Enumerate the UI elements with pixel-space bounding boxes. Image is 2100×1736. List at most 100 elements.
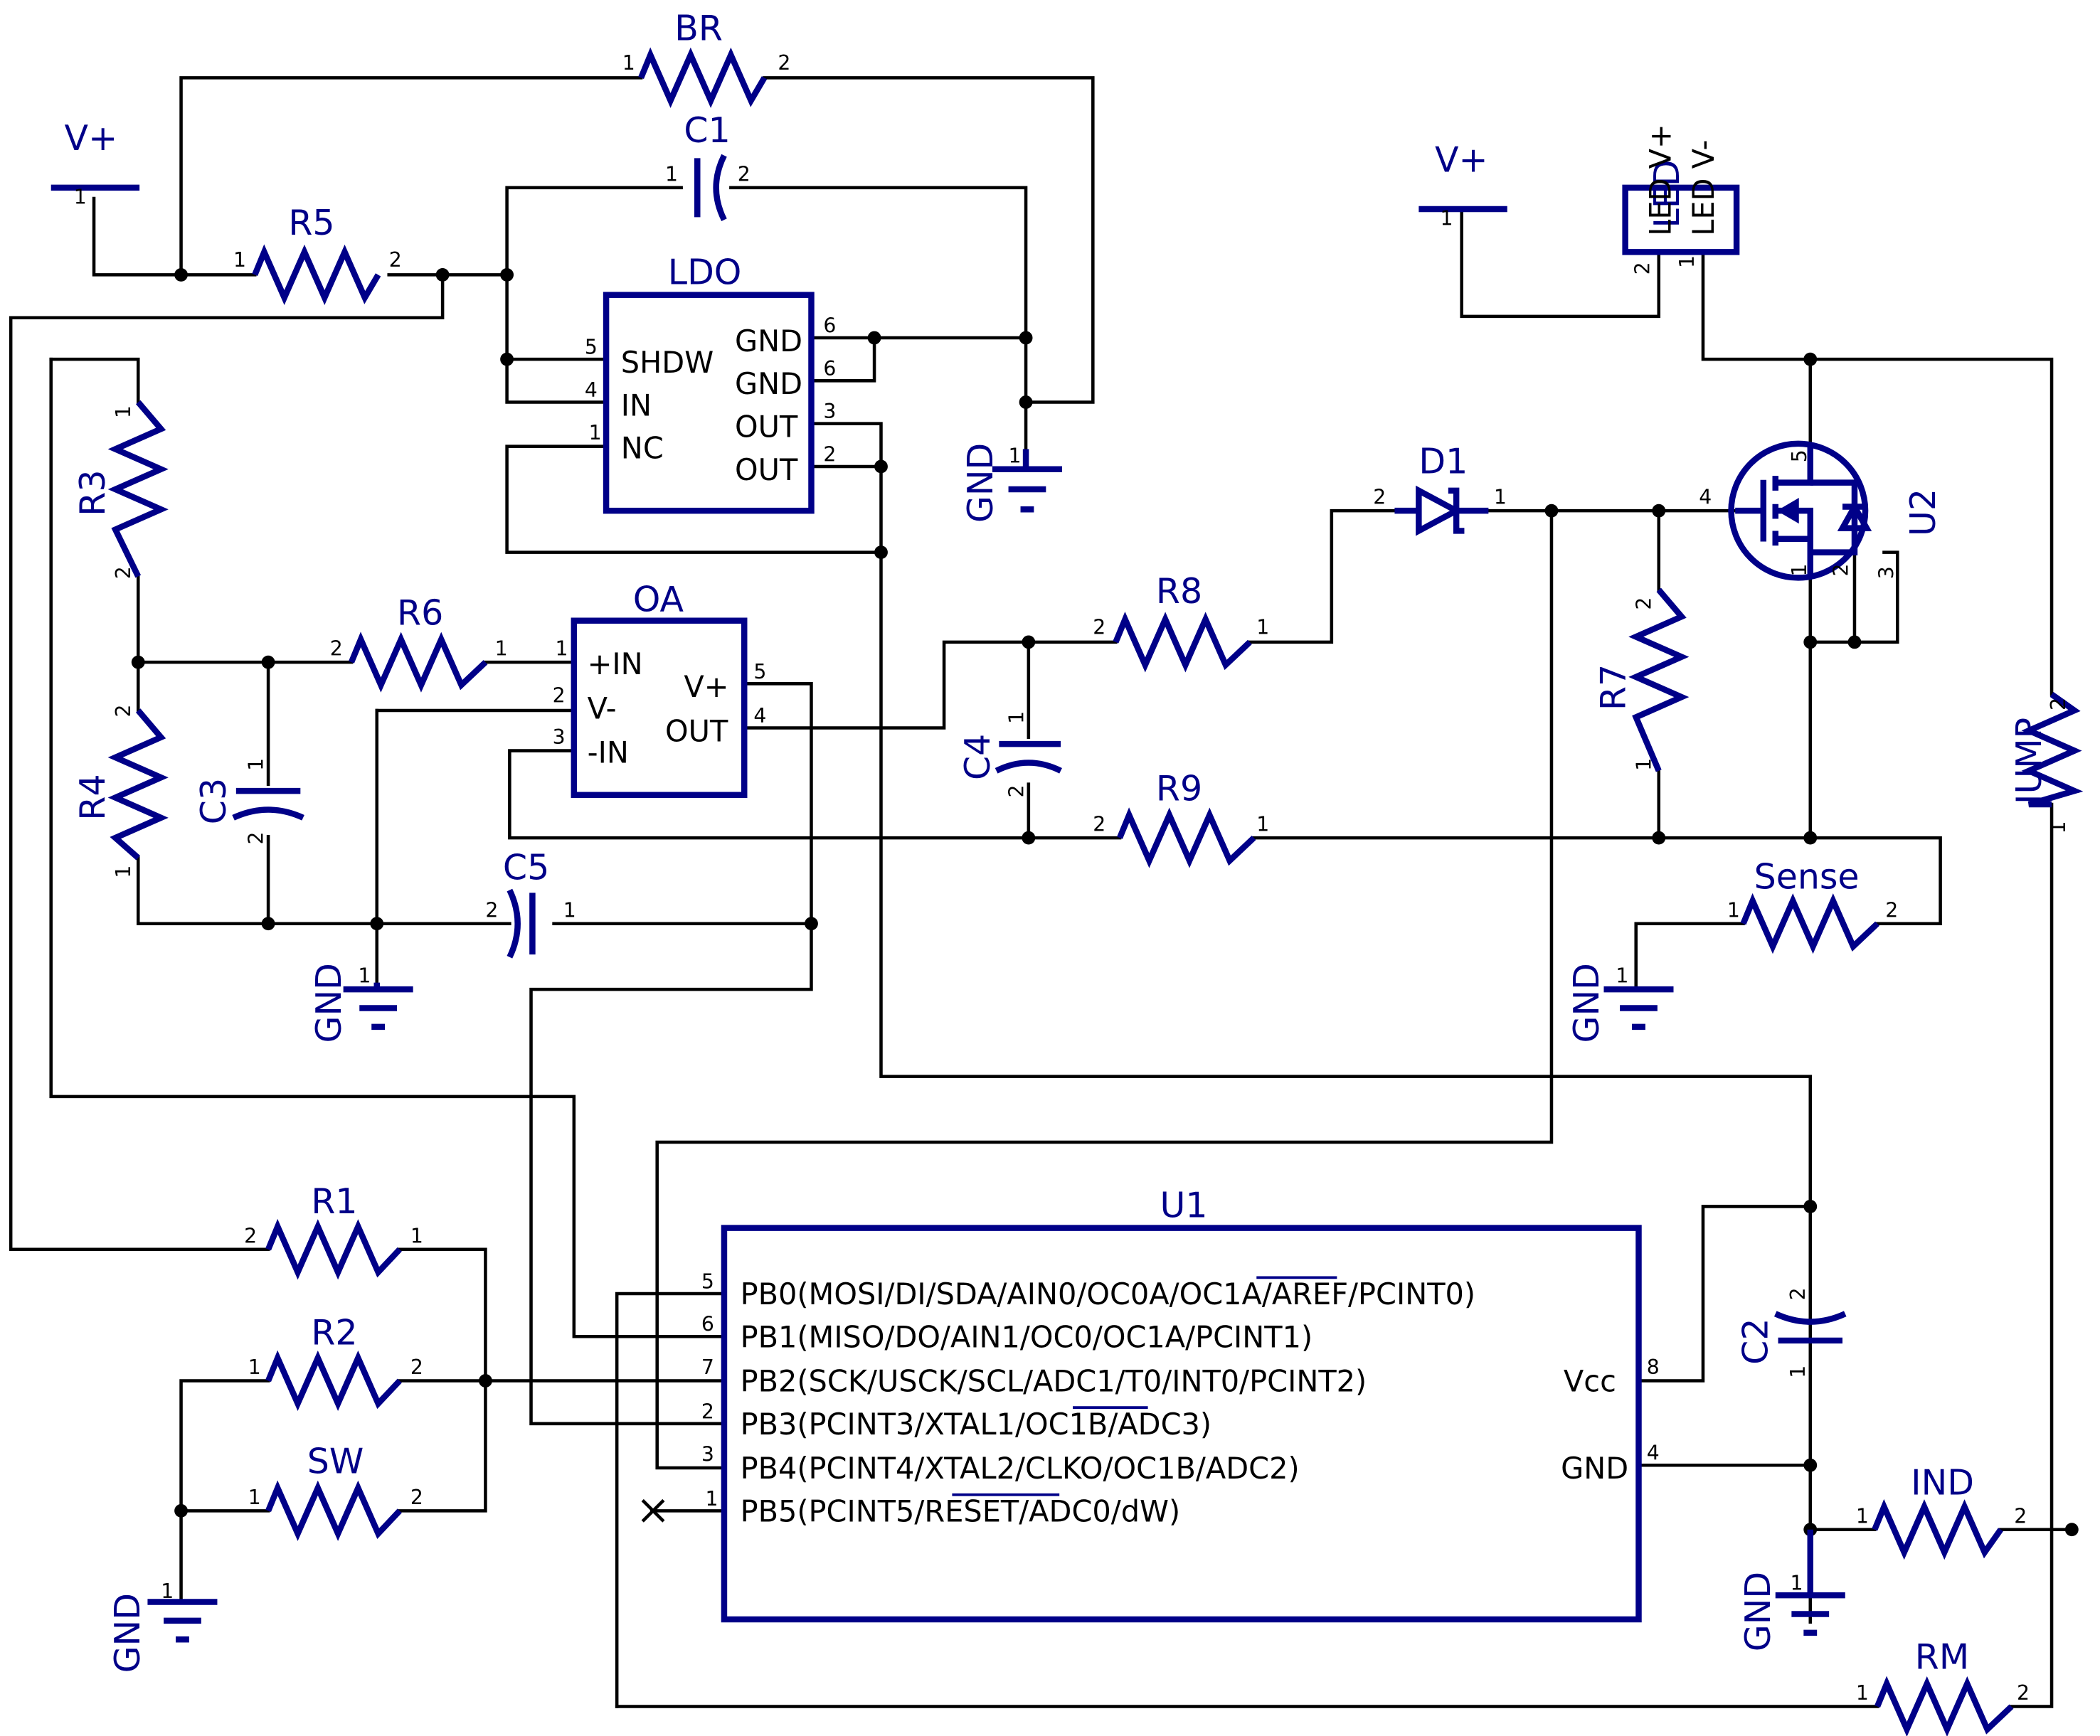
svg-text:SW: SW (307, 1442, 364, 1482)
svg-text:IND: IND (1911, 1463, 1974, 1503)
svg-text:PB3(PCINT3/XTAL1/OC1B/ADC3): PB3(PCINT3/XTAL1/OC1B/ADC3) (741, 1407, 1212, 1442)
svg-text:+IN: +IN (588, 647, 643, 681)
ic-oa: OA +IN V- -IN V+ OUT 12 3 54 (553, 580, 766, 799)
capacitor-c2: C2 2 1 (1735, 1287, 1847, 1378)
vplus-symbol-right: V+ 1 (1418, 139, 1507, 230)
svg-text:6: 6 (701, 1313, 714, 1336)
svg-text:RM: RM (1915, 1637, 1969, 1678)
svg-text:1: 1 (1009, 444, 1022, 467)
svg-text:2: 2 (1004, 785, 1028, 798)
svg-text:PB5(PCINT5/RESET/ADC0/dW): PB5(PCINT5/RESET/ADC0/dW) (741, 1494, 1181, 1528)
svg-text:1: 1 (112, 866, 135, 878)
svg-text:2: 2 (2047, 698, 2070, 710)
svg-text:GND: GND (735, 367, 802, 401)
svg-text:2: 2 (823, 442, 836, 466)
svg-text:5: 5 (753, 660, 766, 683)
svg-text:OUT: OUT (665, 714, 728, 748)
svg-text:1: 1 (1856, 1681, 1869, 1705)
svg-text:2: 2 (1631, 262, 1655, 275)
svg-text:OA: OA (633, 580, 684, 620)
svg-text:3: 3 (701, 1443, 714, 1466)
svg-text:OUT: OUT (735, 453, 798, 487)
svg-text:R5: R5 (288, 203, 334, 243)
resistor-r4: R4 2 1 (73, 704, 169, 878)
svg-text:2: 2 (2014, 1504, 2027, 1528)
no-connect-mark (641, 1498, 665, 1523)
svg-text:2: 2 (701, 1400, 714, 1423)
svg-text:6: 6 (823, 314, 836, 337)
svg-text:1: 1 (1494, 486, 1507, 509)
svg-text:1: 1 (2047, 821, 2070, 834)
svg-text:R7: R7 (1593, 664, 1634, 710)
svg-text:2: 2 (410, 1486, 423, 1509)
svg-text:1: 1 (1441, 207, 1453, 230)
svg-text:-IN: -IN (588, 736, 629, 770)
svg-text:2: 2 (778, 51, 790, 75)
svg-text:1: 1 (112, 405, 135, 418)
svg-text:Sense: Sense (1754, 857, 1860, 898)
svg-text:1: 1 (589, 421, 602, 444)
svg-text:U2: U2 (1903, 489, 1943, 536)
svg-text:C3: C3 (193, 778, 234, 824)
svg-text:1: 1 (358, 964, 371, 988)
svg-text:1: 1 (248, 1356, 261, 1379)
svg-text:NC: NC (621, 432, 664, 466)
svg-text:1: 1 (233, 248, 246, 272)
svg-text:1: 1 (245, 758, 268, 771)
svg-text:PB1(MISO/DO/AIN1/OC0/OC1A/PCIN: PB1(MISO/DO/AIN1/OC0/OC1A/PCINT1) (741, 1320, 1313, 1354)
svg-text:R8: R8 (1156, 571, 1202, 612)
svg-text:R1: R1 (311, 1181, 357, 1222)
svg-text:BR: BR (674, 9, 723, 49)
capacitor-c3: C3 1 2 (193, 758, 304, 845)
mosfet-u2: U2 4 5 1 2 3 (1699, 440, 1943, 581)
svg-text:2: 2 (112, 704, 135, 717)
svg-text:2: 2 (245, 832, 268, 845)
svg-text:4: 4 (1647, 1442, 1660, 1465)
svg-text:2: 2 (553, 684, 566, 708)
svg-text:V+: V+ (65, 118, 118, 159)
svg-text:1: 1 (1004, 711, 1028, 724)
svg-text:C5: C5 (503, 848, 549, 888)
svg-text:C1: C1 (684, 110, 730, 151)
svg-text:LDO: LDO (668, 252, 742, 293)
svg-text:2: 2 (1830, 564, 1853, 577)
svg-text:1: 1 (1675, 255, 1699, 268)
svg-text:2: 2 (1786, 1287, 1810, 1300)
svg-text:V+: V+ (1435, 139, 1488, 180)
svg-text:2: 2 (244, 1224, 257, 1247)
svg-text:LED V+: LED V+ (1644, 124, 1678, 235)
gnd-symbol-sense: GND 1 (1566, 963, 1674, 1043)
svg-text:GND: GND (1561, 1452, 1628, 1486)
svg-text:2: 2 (2017, 1681, 2030, 1705)
svg-text:2: 2 (1632, 597, 1655, 610)
svg-text:1: 1 (74, 186, 87, 209)
junctions (131, 267, 2079, 1537)
svg-text:OUT: OUT (735, 410, 798, 444)
svg-text:PB4(PCINT4/XTAL2/CLKO/OC1B/ADC: PB4(PCINT4/XTAL2/CLKO/OC1B/ADC2) (741, 1452, 1300, 1486)
svg-text:7: 7 (701, 1356, 714, 1379)
svg-text:1: 1 (622, 51, 635, 75)
svg-text:2: 2 (410, 1356, 423, 1379)
gnd-symbol-u1: GND 1 (1738, 1529, 1845, 1651)
svg-text:SHDW: SHDW (621, 346, 714, 380)
svg-text:1: 1 (161, 1580, 174, 1603)
svg-text:1: 1 (248, 1486, 261, 1509)
svg-text:R6: R6 (397, 592, 443, 633)
svg-text:1: 1 (706, 1487, 718, 1511)
svg-text:R3: R3 (73, 469, 113, 516)
resistor-ind: IND 1 2 (1856, 1463, 2027, 1560)
svg-text:GND: GND (107, 1593, 148, 1673)
led-connector: LED LED V+ LED V- 2 1 (1622, 124, 1740, 275)
resistor-jump: JUMP 2 1 (2009, 691, 2084, 834)
svg-text:PB0(MOSI/DI/SDA/AIN0/OC0A/OC1A: PB0(MOSI/DI/SDA/AIN0/OC0A/OC1A/AREF/PCIN… (741, 1277, 1476, 1311)
svg-text:1: 1 (1616, 964, 1628, 988)
svg-text:GND: GND (1738, 1572, 1778, 1651)
svg-text:2: 2 (1093, 813, 1105, 836)
svg-text:4: 4 (753, 704, 766, 728)
svg-text:1: 1 (1856, 1504, 1869, 1528)
svg-text:Vcc: Vcc (1564, 1365, 1616, 1399)
